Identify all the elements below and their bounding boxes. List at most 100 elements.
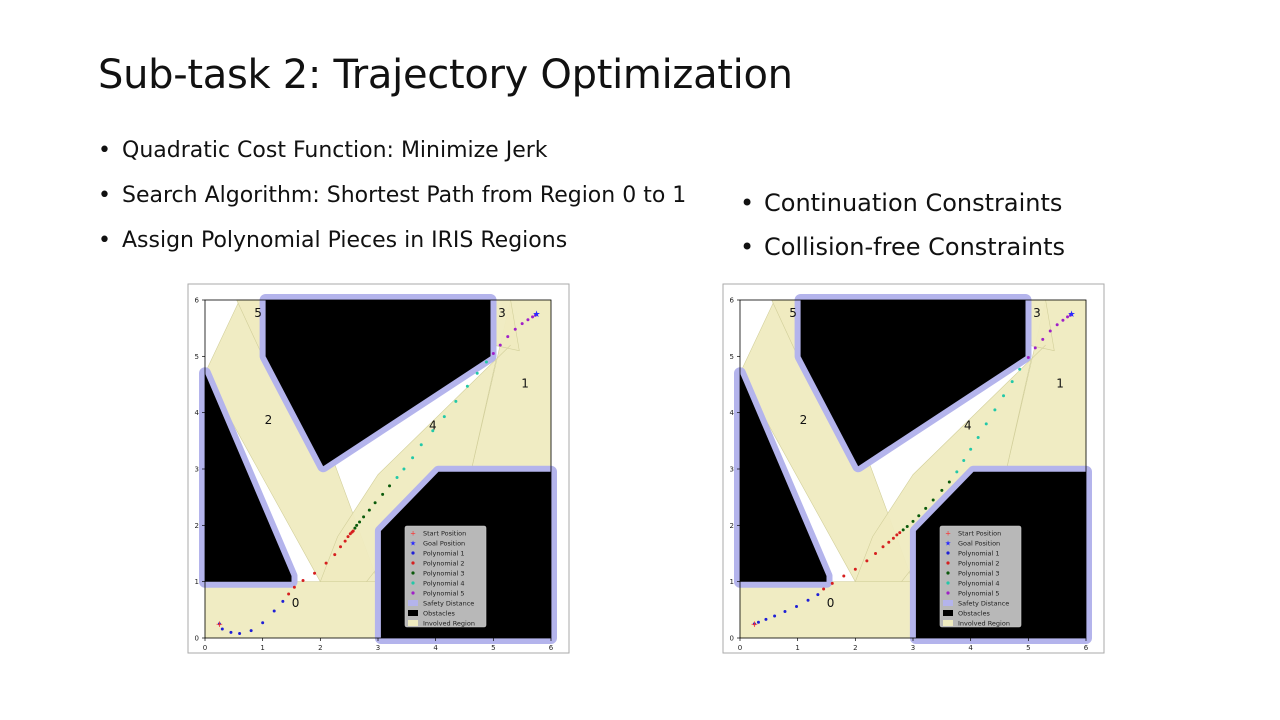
trajectory-point xyxy=(351,529,355,533)
legend-label: Safety Distance xyxy=(423,599,474,607)
trajectory-point xyxy=(339,545,343,549)
y-tick-label: 6 xyxy=(730,297,735,305)
legend-label: Polynomial 1 xyxy=(958,549,1000,557)
trajectory-point xyxy=(292,585,296,589)
trajectory-point xyxy=(842,574,846,578)
legend-label: Obstacles xyxy=(958,609,991,617)
legend-swatch xyxy=(408,600,418,606)
y-tick-label: 5 xyxy=(730,353,734,361)
y-tick-label: 4 xyxy=(730,409,735,417)
trajectory-point xyxy=(881,545,885,549)
trajectory-point xyxy=(783,610,787,614)
trajectory-point xyxy=(367,508,371,512)
trajectory-point xyxy=(419,443,423,447)
legend-label: Polynomial 4 xyxy=(423,579,465,587)
legend-swatch: + xyxy=(410,530,416,538)
trajectory-point xyxy=(431,429,435,433)
trajectory-point xyxy=(520,322,524,326)
legend-label: Start Position xyxy=(958,529,1001,537)
trajectory-point xyxy=(1018,367,1022,371)
trajectory-point xyxy=(491,352,495,356)
trajectory-point xyxy=(313,571,317,575)
legend-label: Polynomial 2 xyxy=(423,559,465,567)
legend-swatch: ★ xyxy=(410,540,416,548)
trajectory-point xyxy=(381,492,385,496)
trajectory-point xyxy=(402,467,406,471)
series-2 xyxy=(822,531,902,591)
trajectory-point xyxy=(1066,315,1070,319)
slide-title: Sub-task 2: Trajectory Optimization xyxy=(98,52,793,98)
trajectory-point xyxy=(301,579,305,583)
legend-label: Goal Position xyxy=(958,539,1000,547)
legend-swatch xyxy=(946,551,950,555)
y-tick-label: 0 xyxy=(730,635,734,643)
legend-swatch xyxy=(411,551,415,555)
trajectory-point xyxy=(853,567,857,571)
trajectory-point xyxy=(830,581,834,585)
legend-label: Polynomial 5 xyxy=(958,589,1000,597)
legend-label: Safety Distance xyxy=(958,599,1009,607)
trajectory-point xyxy=(1026,355,1030,359)
region-label: 1 xyxy=(521,376,529,390)
region-label: 5 xyxy=(254,306,262,320)
x-tick-label: 1 xyxy=(260,644,264,652)
legend-swatch xyxy=(943,610,953,616)
x-tick-label: 3 xyxy=(911,644,915,652)
trajectory-point xyxy=(947,480,951,484)
y-tick-label: 6 xyxy=(195,297,200,305)
x-tick-label: 2 xyxy=(318,644,322,652)
x-tick-label: 4 xyxy=(968,644,973,652)
trajectory-point xyxy=(333,553,337,557)
trajectory-point xyxy=(901,528,905,532)
y-tick-label: 3 xyxy=(195,466,199,474)
legend-swatch xyxy=(411,561,415,565)
goal-marker: ★ xyxy=(533,310,541,320)
y-tick-label: 2 xyxy=(730,522,734,530)
x-tick-label: 6 xyxy=(1084,644,1089,652)
trajectory-point xyxy=(324,561,328,565)
start-marker: + xyxy=(751,620,759,630)
trajectory-point xyxy=(962,459,966,463)
trajectory-point xyxy=(905,524,909,528)
bullet-item: Assign Polynomial Pieces in IRIS Regions xyxy=(98,226,686,271)
trajectory-point xyxy=(411,456,415,460)
trajectory-point xyxy=(911,519,915,523)
trajectory-point xyxy=(454,399,458,403)
trajectory-point xyxy=(249,629,253,633)
legend-box xyxy=(939,525,1022,628)
trajectory-point xyxy=(373,501,377,505)
region-label: 3 xyxy=(1033,306,1041,320)
region-label: 4 xyxy=(964,419,972,433)
x-tick-label: 5 xyxy=(491,644,495,652)
trajectory-point xyxy=(498,343,502,347)
trajectory-point xyxy=(806,598,810,602)
trajectory-point xyxy=(442,415,446,419)
legend-swatch xyxy=(411,591,415,595)
series-3 xyxy=(353,484,392,530)
trajectory-point xyxy=(984,422,988,426)
legend-label: Polynomial 1 xyxy=(423,549,465,557)
trajectory-point xyxy=(955,470,959,474)
trajectory-point xyxy=(752,622,756,626)
trajectory-point xyxy=(924,506,928,510)
trajectory-point xyxy=(865,559,869,563)
trajectory-point xyxy=(465,384,469,388)
trajectory-point xyxy=(506,335,510,339)
x-tick-label: 5 xyxy=(1026,644,1030,652)
trajectory-point xyxy=(526,318,530,322)
region-label: 2 xyxy=(800,413,808,427)
legend-label: Polynomial 3 xyxy=(958,569,1000,577)
legend-swatch xyxy=(946,561,950,565)
series-1 xyxy=(752,593,820,626)
trajectory-point xyxy=(353,526,357,530)
trajectory-point xyxy=(887,540,891,544)
trajectory-point xyxy=(940,488,944,492)
trajectory-point xyxy=(773,614,777,618)
start-marker: + xyxy=(216,620,224,630)
legend-swatch xyxy=(943,620,953,626)
trajectory-point xyxy=(343,539,347,543)
trajectory-point xyxy=(287,592,291,596)
trajectory-point xyxy=(895,533,899,537)
